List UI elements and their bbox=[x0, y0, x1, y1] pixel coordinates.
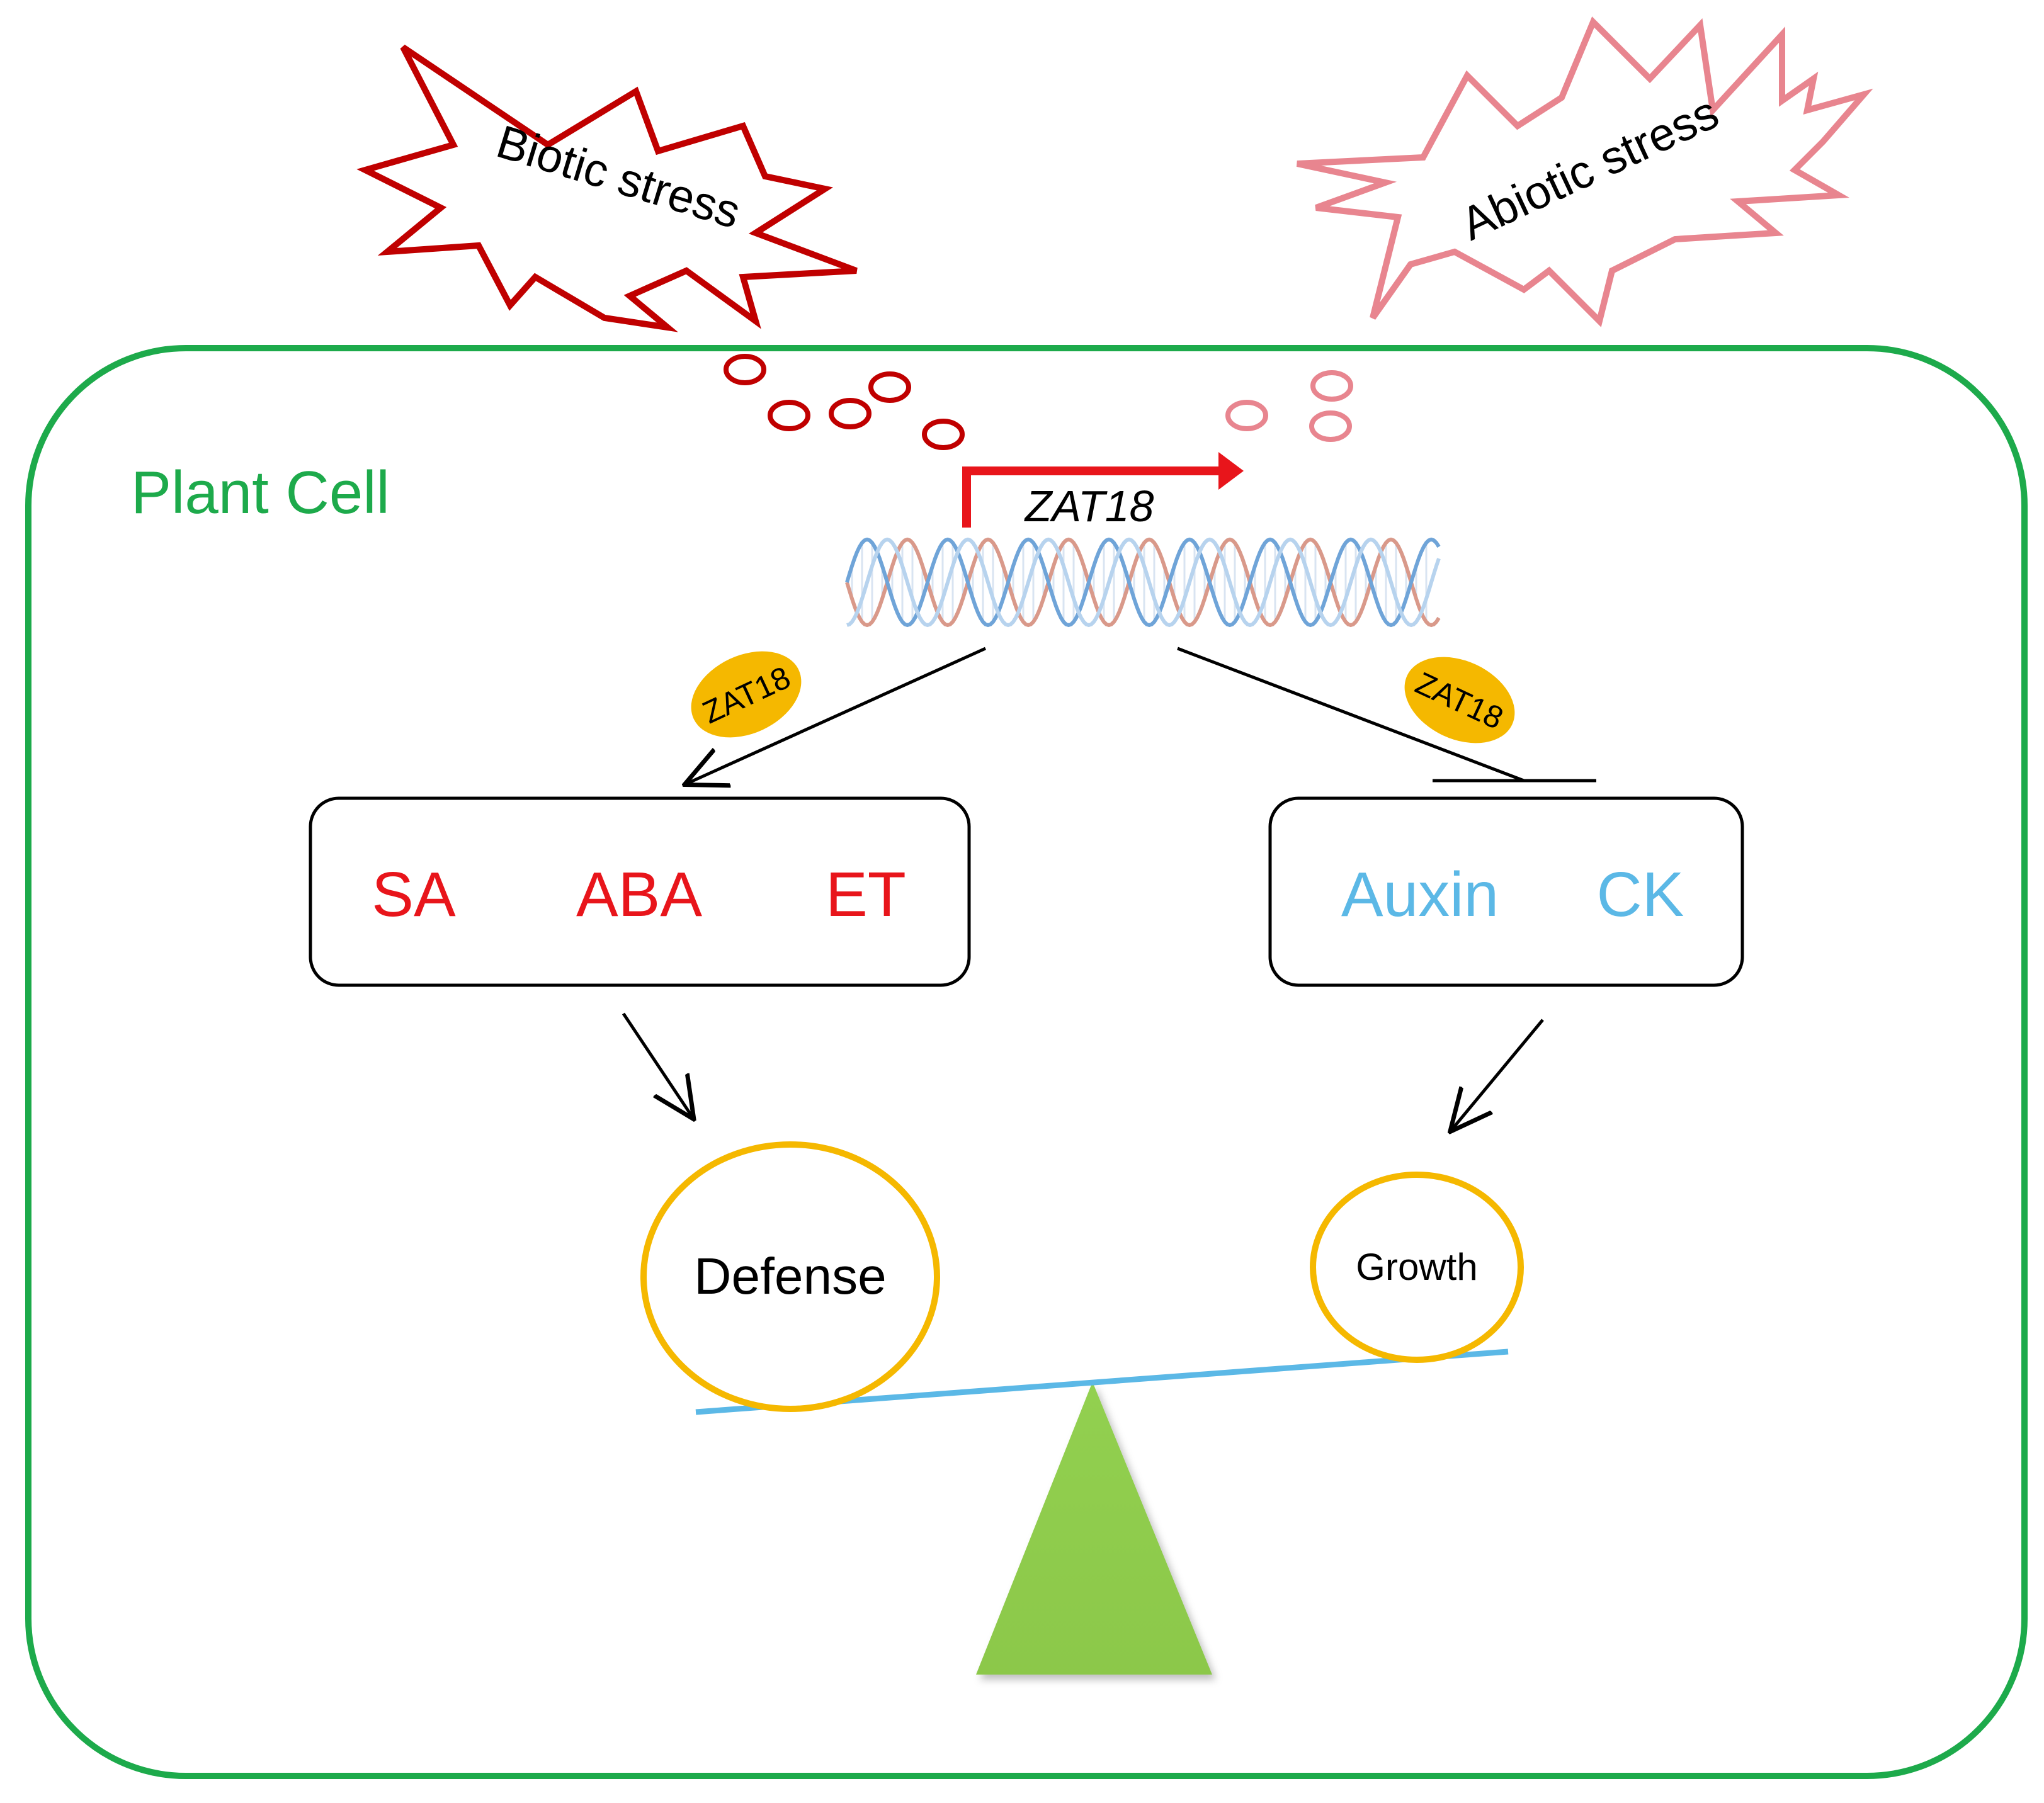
defense-label: Defense bbox=[694, 1248, 886, 1305]
hormone-et: ET bbox=[826, 859, 906, 930]
defense-arrow bbox=[622, 1012, 693, 1117]
hormone-aba: ABA bbox=[576, 859, 702, 930]
abiotic-signal-dot bbox=[1225, 400, 1268, 431]
biotic-signal-dot bbox=[829, 398, 872, 429]
biotic-signal-molecules bbox=[724, 354, 965, 450]
abiotic-stress-burst: Abiotic stress bbox=[1296, 16, 1873, 327]
dna-helix bbox=[845, 537, 1441, 628]
defense-circle bbox=[640, 1141, 940, 1412]
growth-label: Growth bbox=[1356, 1246, 1477, 1288]
defense-hormones-box bbox=[309, 796, 971, 987]
abiotic-signal-molecules bbox=[1225, 370, 1353, 442]
promoter-arrow bbox=[962, 452, 1244, 528]
zat18-protein-right: ZAT18 bbox=[1404, 657, 1515, 743]
growth-circle bbox=[1310, 1172, 1524, 1363]
dna-strand bbox=[845, 537, 1441, 628]
activation-arrow-line bbox=[686, 647, 987, 784]
biotic-signal-dot bbox=[868, 371, 911, 403]
gene-label: ZAT18 bbox=[1024, 482, 1154, 531]
plant-cell-membrane bbox=[25, 345, 2028, 1779]
hormone-auxin: Auxin bbox=[1341, 859, 1499, 930]
hormone-ck: CK bbox=[1597, 859, 1684, 930]
hormone-sa: SA bbox=[372, 859, 456, 930]
biotic-stress-burst: Biotic stress bbox=[356, 44, 858, 332]
biotic-signal-dot bbox=[724, 354, 766, 385]
zat18-protein-left: ZAT18 bbox=[691, 651, 802, 738]
abiotic-signal-dot bbox=[1310, 370, 1353, 402]
biotic-signal-dot bbox=[768, 400, 810, 431]
repression-line bbox=[1177, 647, 1524, 783]
seesaw-fulcrum bbox=[976, 1382, 1212, 1675]
abiotic-signal-dot bbox=[1309, 410, 1352, 442]
plant-cell-label: Plant Cell bbox=[131, 459, 390, 526]
growth-arrow bbox=[1451, 1019, 1544, 1130]
dna-strand bbox=[846, 537, 1441, 628]
growth-hormones-box bbox=[1268, 796, 1744, 987]
biotic-signal-dot bbox=[922, 419, 965, 450]
